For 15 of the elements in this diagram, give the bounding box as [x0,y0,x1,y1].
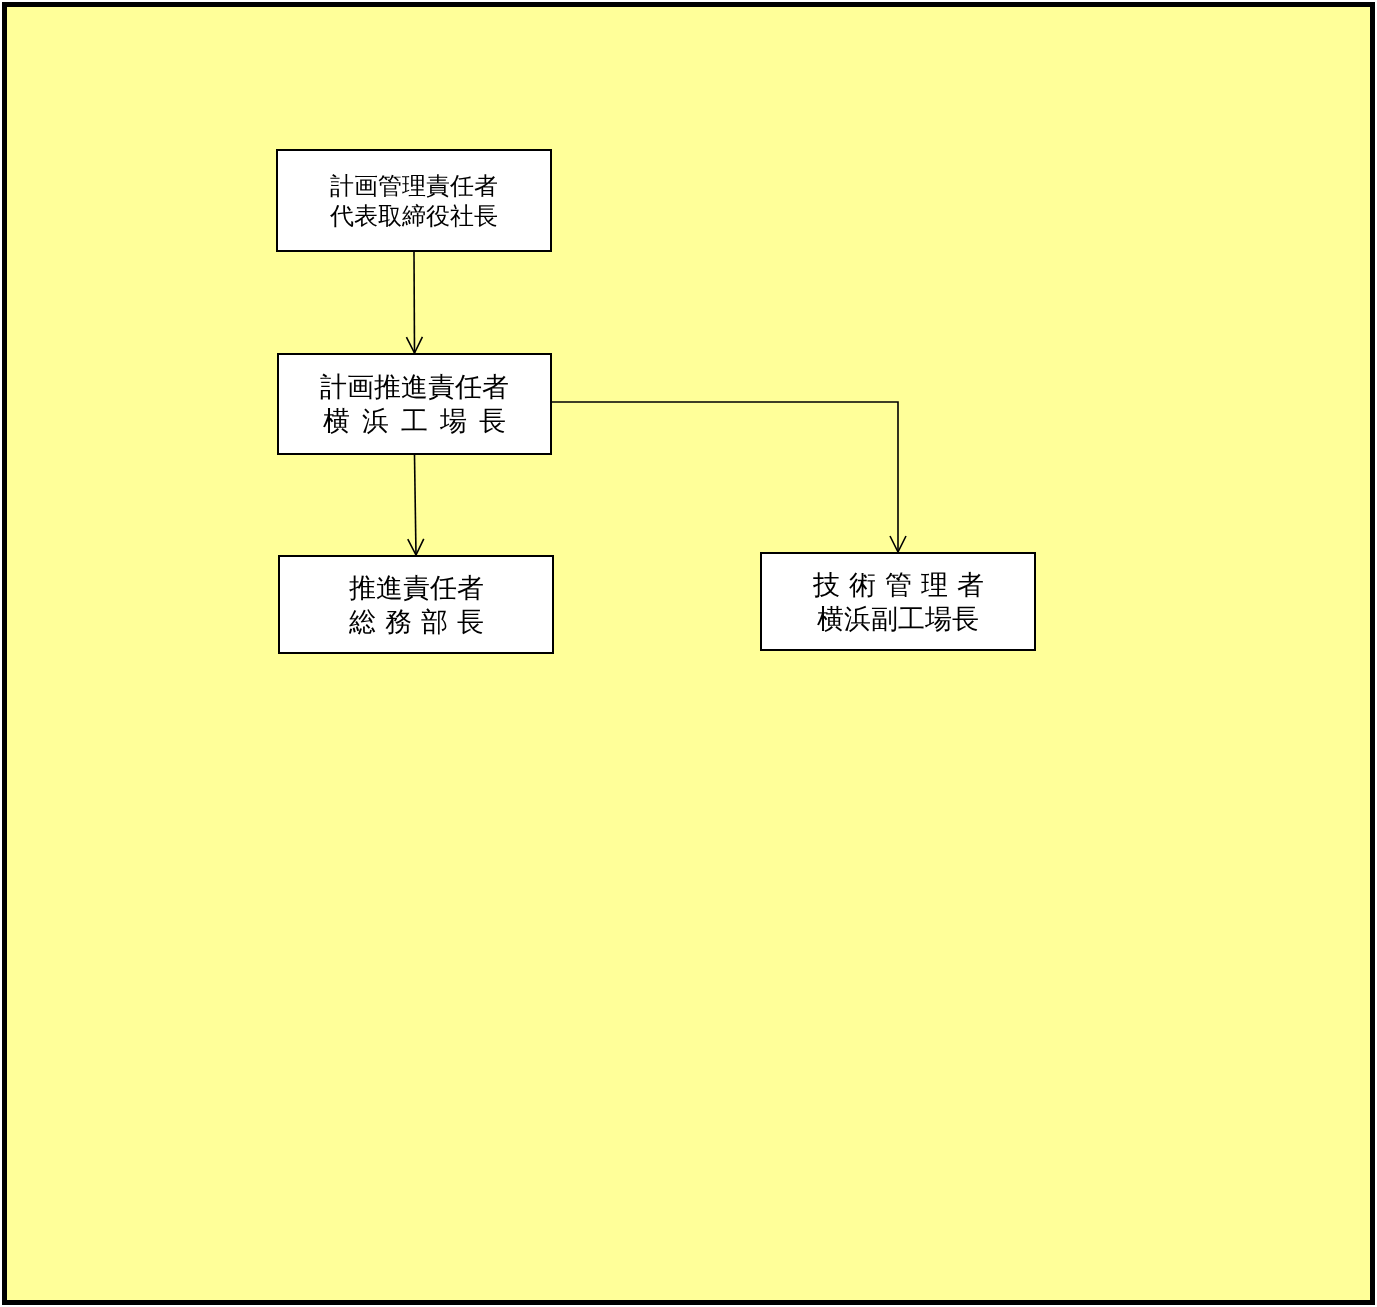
arrow [405,251,424,354]
role-title: 推進責任者 [348,570,484,605]
role-title: 技術管理者 [812,567,993,602]
role-box [277,353,552,455]
arrow [406,454,425,556]
position-title: 代表取締役社長 [330,200,498,231]
role-title: 計画管理責任者 [330,170,498,201]
role-box [760,552,1036,651]
position-title: 横浜副工場長 [817,601,979,636]
position-title: 総務部長 [348,604,493,639]
role-box [278,555,554,654]
position-title: 横浜工場長 [323,404,518,438]
role-box [276,149,552,252]
arrow [551,401,907,553]
role-title: 計画推進責任者 [320,370,509,404]
